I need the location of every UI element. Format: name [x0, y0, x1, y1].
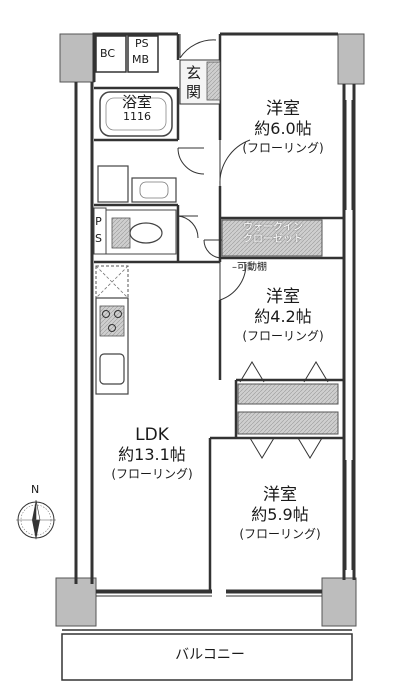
ps-label: PS [135, 37, 149, 50]
balcony-floor [61, 633, 353, 681]
entrance-label-top: 玄 [186, 64, 202, 82]
interior-walls [94, 34, 344, 592]
western-room-1: 洋室 約6.0帖 (フローリング) [228, 99, 338, 156]
kitchen-counter [95, 297, 129, 395]
bath-label: 浴室 1116 [112, 93, 162, 124]
mb-label: MB [132, 53, 150, 66]
washing-machine [97, 165, 129, 203]
bathtub [99, 91, 173, 137]
closet-door-swing [203, 239, 223, 259]
western-room-2-size: 約4.2帖 [254, 306, 312, 326]
sliding-windows [96, 100, 353, 597]
movable-shelf-label: –可動棚 [232, 262, 267, 274]
room1-door-swing [219, 139, 251, 187]
movable-shelf-text: 可動棚 [237, 262, 267, 273]
walkin-line1: ウォークイン [243, 222, 303, 233]
ldk-floor: (フローリング) [111, 466, 193, 481]
balcony-label: バルコニー [175, 647, 245, 663]
western-room-2: 洋室 約4.2帖 (フローリング) [228, 287, 338, 344]
room2-door-swing [219, 262, 247, 301]
western-room-1-size: 約6.0帖 [254, 118, 312, 138]
toilet-bowl [129, 222, 163, 244]
column-top-right [337, 33, 365, 85]
bc-label: BC [100, 47, 116, 60]
bathtub-inner [105, 97, 167, 131]
walkin-closet [221, 219, 323, 257]
western-room-3: 洋室 約5.9帖 (フローリング) [222, 485, 338, 542]
western-room-1-floor: (フローリング) [242, 140, 324, 155]
side-ps [93, 207, 107, 255]
wash-basin [131, 177, 177, 203]
western-room-3-floor: (フローリング) [239, 526, 321, 541]
exterior-walls [74, 32, 356, 594]
compass-icon [16, 499, 56, 540]
side-ps-label: P S [95, 214, 102, 247]
psmb-cupboard [127, 35, 159, 73]
bath-size: 1116 [123, 110, 151, 124]
kitchen-sink [99, 353, 125, 385]
wash-basin-bowl [139, 181, 169, 199]
side-ps-bottom: S [95, 231, 102, 245]
western-room-2-floor: (フローリング) [242, 328, 324, 343]
ldk-size: 約13.1帖 [118, 444, 186, 464]
entrance-label: 玄 関 [186, 64, 201, 102]
western-room-3-size: 約5.9帖 [251, 504, 309, 524]
toilet-tank [111, 217, 131, 249]
compass-label: N [31, 483, 40, 496]
bath-door-swing [177, 147, 205, 175]
closet-doors-upper [239, 361, 329, 383]
closet-lower [237, 411, 339, 435]
side-ps-top: P [95, 215, 102, 228]
western-room-2-name: 洋室 [266, 287, 300, 307]
toilet-door-swing [177, 215, 199, 239]
shoe-cabinet [206, 61, 221, 101]
walkin-closet-label: ウォークイン クローゼット [224, 222, 322, 245]
western-room-3-name: 洋室 [263, 485, 297, 505]
ldk-name: LDK [135, 425, 169, 445]
entrance-label-bottom: 関 [186, 82, 202, 101]
movable-shelf-dash: – [232, 262, 237, 273]
western-room-1-name: 洋室 [266, 99, 300, 119]
closet-doors-lower [249, 437, 323, 459]
walkin-line2: クローゼット [243, 233, 303, 245]
ldk-room: LDK 約13.1帖 (フローリング) [100, 425, 204, 482]
column-bottom-right [321, 577, 357, 627]
bath-name: 浴室 [121, 93, 152, 111]
front-door-swing [179, 34, 217, 59]
column-bottom-left [55, 577, 97, 627]
closet-upper [237, 383, 339, 405]
column-top-left [59, 33, 95, 83]
bc-cupboard [95, 35, 127, 73]
